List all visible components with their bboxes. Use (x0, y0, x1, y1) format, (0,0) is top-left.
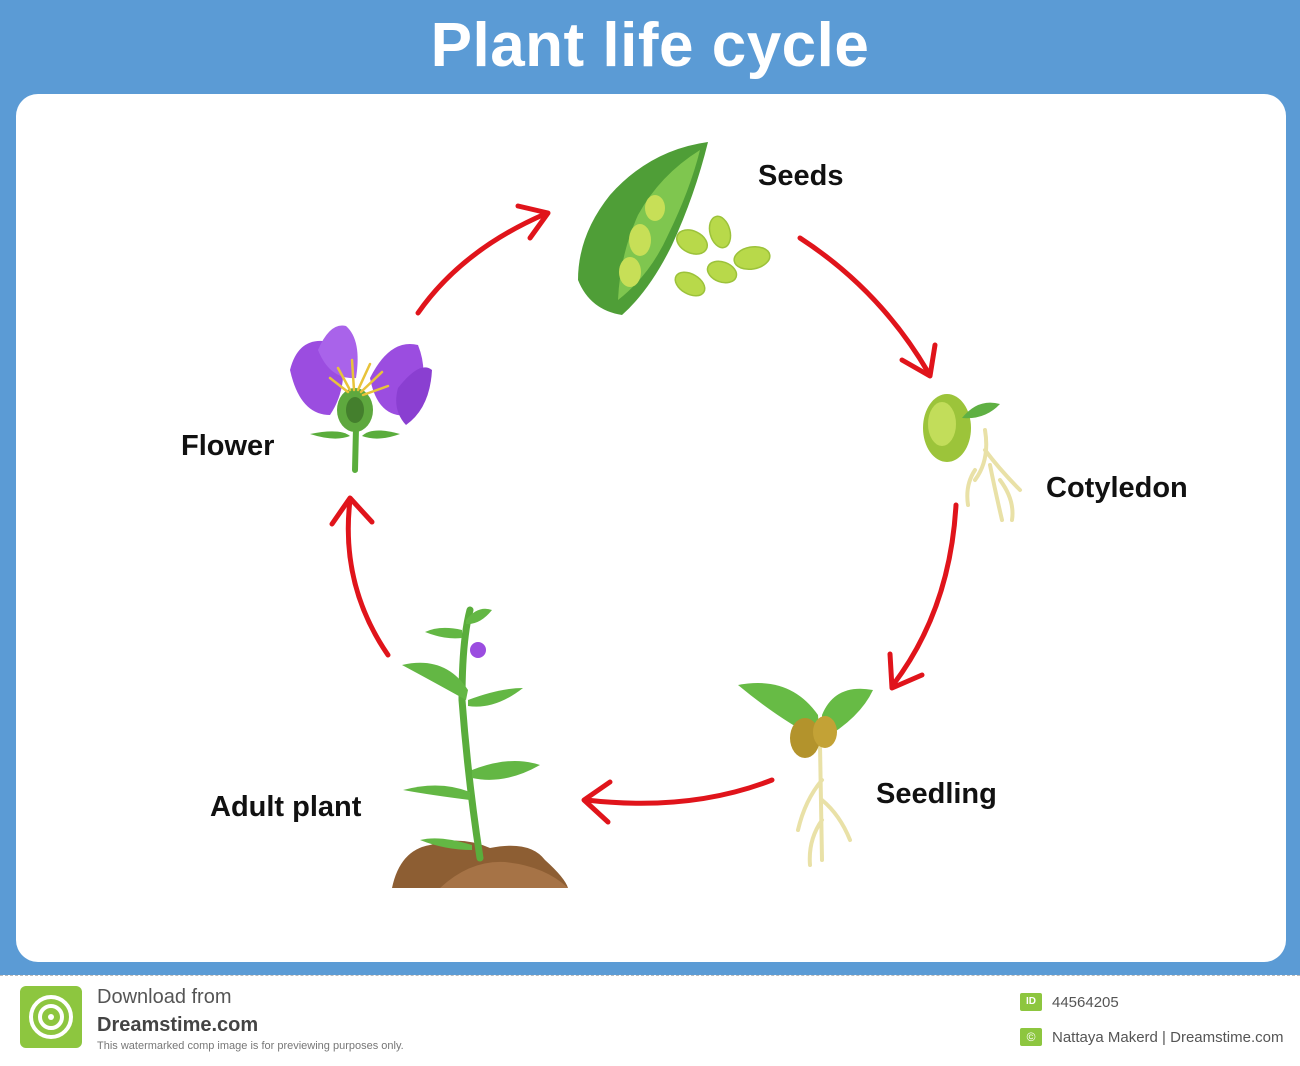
arrow-seedling-to-adult-head (581, 779, 613, 825)
life-cycle-diagram (290, 142, 1022, 888)
cotyledon-icon (923, 394, 1022, 522)
download-from-text: Download from (97, 986, 232, 1008)
watermark-footer: Download from Dreamstime.com This waterm… (0, 975, 1300, 1066)
arrow-cotyledon-to-seedling (890, 502, 959, 688)
image-id: 44564205 (1052, 994, 1119, 1011)
stage-label-cotyledon: Cotyledon (1046, 472, 1188, 504)
author-credit: Nattaya Makerd | Dreamstime.com (1052, 1029, 1284, 1046)
arrow-seeds-to-cotyledon-head (899, 342, 938, 379)
arrow-adult-to-flower (345, 497, 391, 658)
arrow-cotyledon-to-seedling-head (887, 651, 925, 691)
pea-pod-icon (578, 142, 708, 315)
stage-label-adult-plant: Adult plant (210, 791, 362, 823)
seedling-icon (738, 683, 873, 867)
adult-plant-icon (392, 606, 568, 888)
copyright-icon: © (1020, 1028, 1042, 1046)
page-title: Plant life cycle (430, 11, 870, 80)
watermark-note: This watermarked comp image is for previ… (97, 1040, 404, 1052)
id-badge-icon: ID (1020, 993, 1042, 1011)
arrow-seedling-to-adult (583, 777, 775, 806)
seeds-icon (674, 215, 771, 297)
stage-label-flower: Flower (181, 430, 275, 462)
arrow-flower-to-seeds-head (515, 203, 551, 241)
stage-label-seeds: Seeds (758, 160, 844, 192)
stage-label-seedling: Seedling (876, 778, 997, 810)
flower-icon (290, 325, 432, 473)
dreamstime-logo-icon (20, 986, 82, 1048)
arrow-flower-to-seeds (415, 211, 548, 316)
site-name: Dreamstime.com (97, 1014, 259, 1036)
arrow-adult-to-flower-head (329, 495, 375, 527)
arrow-seeds-to-cotyledon (797, 235, 931, 375)
